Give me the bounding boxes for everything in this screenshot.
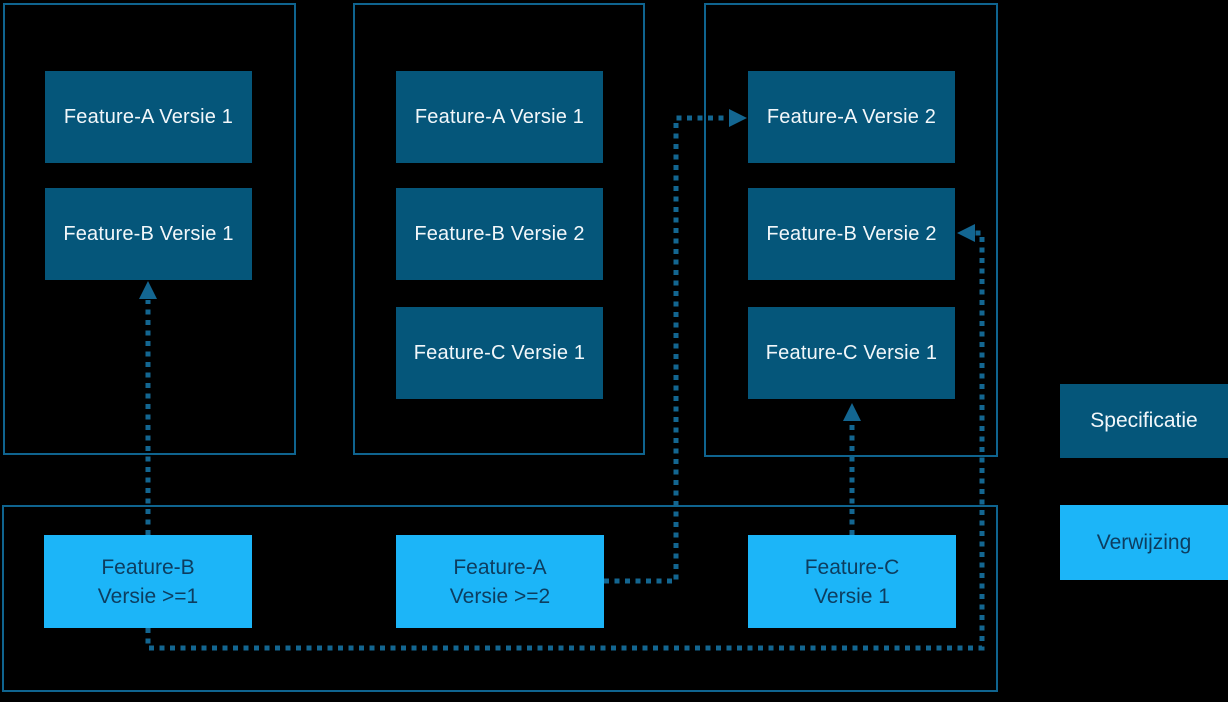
spec-box-right-feature-a-versie-2: Feature-A Versie 2 — [748, 71, 955, 163]
ref-box-feature-c: Feature-C Versie 1 — [748, 535, 956, 628]
ref-box-feature-a: Feature-A Versie >=2 — [396, 535, 604, 628]
spec-box-middle-feature-c-versie-1: Feature-C Versie 1 — [396, 307, 603, 399]
ref-box-feature-b-name: Feature-B — [101, 555, 195, 579]
spec-box-left-feature-a-versie-1: Feature-A Versie 1 — [45, 71, 252, 163]
spec-box-middle-feature-a-versie-1: Feature-A Versie 1 — [396, 71, 603, 163]
spec-box-right-feature-c-versie-1: Feature-C Versie 1 — [748, 307, 955, 399]
spec-box-right-feature-b-versie-2: Feature-B Versie 2 — [748, 188, 955, 280]
legend-reference: Verwijzing — [1060, 505, 1228, 580]
ref-box-feature-b-version: Versie >=1 — [97, 584, 199, 608]
ref-box-feature-a-version: Versie >=2 — [449, 584, 551, 608]
ref-box-feature-c-name: Feature-C — [804, 555, 900, 579]
spec-box-left-feature-b-versie-1: Feature-B Versie 1 — [45, 188, 252, 280]
ref-box-feature-a-name: Feature-A — [453, 555, 547, 579]
ref-box-feature-b: Feature-B Versie >=1 — [44, 535, 252, 628]
ref-box-feature-c-version: Versie 1 — [814, 584, 890, 608]
legend-specification: Specificatie — [1060, 384, 1228, 458]
spec-box-middle-feature-b-versie-2: Feature-B Versie 2 — [396, 188, 603, 280]
